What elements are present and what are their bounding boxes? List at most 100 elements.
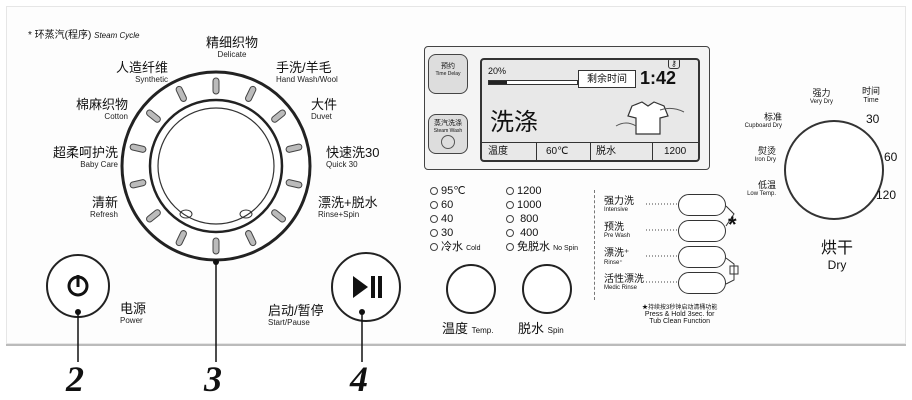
temp-option-label: 冷水 [441, 241, 463, 253]
dial-position-mark [129, 179, 147, 189]
spin-option-label: 800 [520, 213, 539, 225]
dry-level-en: Low Temp. [747, 191, 776, 197]
medic-rinse-button[interactable] [678, 272, 726, 294]
dry-level-en: Cupboard Dry [744, 123, 782, 129]
intensive-button[interactable] [678, 194, 726, 216]
steam-wash-label-en: Steam Wash [433, 128, 463, 134]
tub-clean-en2: Tub Clean Function [649, 318, 711, 325]
dry-level-low-temp[interactable]: 低温 Low Temp. [732, 178, 776, 197]
progress-percent: 20% [488, 66, 507, 76]
tub-clean-en1: Press & Hold 3sec. for [644, 311, 715, 318]
option-label-en: Intensive [604, 207, 629, 213]
rinse-plus-button[interactable] [678, 246, 726, 268]
program-label-cn: 棉麻织物 [75, 97, 128, 112]
time-delay-button[interactable]: 预约 Time Delay [428, 54, 468, 94]
dial-position-mark [285, 143, 303, 153]
temp-option[interactable]: 30 [430, 226, 480, 240]
program-delicate[interactable]: 精细织物 Delicate [192, 36, 272, 60]
spin-option[interactable]: 免脱水 No Spin [506, 240, 578, 254]
indicator-light [506, 201, 514, 210]
option-label-cn: 强力洗 [604, 196, 634, 207]
program-refresh[interactable]: 清新 Refresh [48, 196, 118, 220]
indicator-light [430, 187, 438, 196]
dry-label: 烘干 Dry [812, 234, 862, 272]
indicator-light [506, 215, 514, 224]
program-label-en: Synthetic [135, 75, 168, 84]
separator [594, 190, 595, 300]
power-button[interactable] [46, 254, 110, 318]
program-label-cn: 手洗/羊毛 [276, 60, 332, 75]
temp-option[interactable]: 95℃ [430, 184, 480, 198]
dry-label-cn: 烘干 [820, 240, 853, 257]
option-label-cn: 漂洗⁺ [604, 248, 630, 259]
temp-option[interactable]: 60 [430, 198, 480, 212]
spin-option-label: 免脱水 [517, 241, 550, 253]
spin-option[interactable]: 400 [506, 226, 578, 240]
program-quick30[interactable]: 快速洗30 Quick 30 [326, 146, 379, 170]
program-label-cn: 漂洗+脱水 [318, 195, 378, 210]
program-label-cn: 大件 [311, 97, 338, 112]
indicator-light [430, 229, 438, 238]
remaining-time-label: 剩余时间 [578, 70, 636, 88]
callout-4: 4 [350, 359, 368, 399]
lcd-bottom-bar: 温度 60℃ 脱水 1200 [482, 142, 698, 161]
spin-option[interactable]: 1200 [506, 184, 578, 198]
option-label-cn: 活性漂洗 [604, 274, 644, 285]
progress-bar [488, 80, 578, 85]
option-label-en: Pre Wash [604, 233, 631, 239]
spin-option[interactable]: 800 [506, 212, 578, 226]
prewash-button[interactable] [678, 220, 726, 242]
temp-value: 60℃ [546, 146, 569, 157]
steam-wash-label-cn: 蒸汽洗涤 [434, 120, 462, 127]
temp-option-label: 60 [441, 199, 454, 211]
spin-button[interactable] [522, 264, 572, 314]
temperature-options: 95℃ 60 40 30 冷水 Cold [430, 184, 480, 254]
temp-option-label: 30 [441, 227, 454, 239]
dry-level-very-dry[interactable]: 强力 Very Dry [810, 86, 833, 105]
temp-option[interactable]: 冷水 Cold [430, 240, 480, 254]
steam-wash-button[interactable]: 蒸汽洗涤 Steam Wash [428, 114, 468, 154]
program-dial[interactable] [116, 66, 316, 266]
program-rinse-spin[interactable]: 漂洗+脱水 Rinse+Spin [318, 195, 378, 220]
program-cotton[interactable]: 棉麻织物 Cotton [48, 97, 128, 122]
dry-time-30[interactable]: 30 [866, 112, 880, 126]
dry-time-120[interactable]: 120 [876, 188, 897, 202]
spin-label: 脱水 [596, 146, 616, 157]
shirt-icon [615, 101, 685, 135]
callout-2: 2 [66, 359, 84, 399]
option-rinse-plus: 漂洗⁺ Rinse⁺ [604, 244, 629, 266]
asterisk-mark: * [728, 212, 737, 237]
spin-option-label: 1000 [517, 199, 542, 211]
temperature-button[interactable] [446, 264, 496, 314]
wash-status: 洗涤 [490, 109, 538, 136]
temp-option-label: 40 [441, 213, 454, 225]
lcd-screen: 20% 剩余时间 1:42 ⚷ 洗涤 温度 60℃ 脱水 1200 [480, 58, 700, 162]
dry-dial[interactable] [784, 120, 884, 220]
indicator-light [430, 243, 438, 252]
start-label-en: Start/Pause [268, 318, 310, 327]
spin-option-label: 1200 [517, 185, 542, 197]
control-panel: * 环蒸汽(程序) Steam Cycle 精细织物 Delicate 手洗/羊… [6, 6, 906, 346]
program-hand-wash-wool[interactable]: 手洗/羊毛 Hand Wash/Wool [276, 60, 338, 85]
program-label-en: Refresh [89, 210, 118, 219]
dial-position-mark [212, 237, 220, 255]
indicator-light [430, 201, 438, 210]
spin-option[interactable]: 1000 [506, 198, 578, 212]
program-label-en: Cotton [104, 112, 128, 121]
steam-cycle-label-en: Steam Cycle [94, 31, 140, 40]
callout-3: 3 [204, 359, 222, 399]
start-pause-label: 启动/暂停 Start/Pause [268, 304, 324, 328]
dry-time-cn: 时间 [862, 86, 881, 96]
temp-option[interactable]: 40 [430, 212, 480, 226]
dry-time-60[interactable]: 60 [884, 150, 898, 164]
program-duvet[interactable]: 大件 Duvet [311, 97, 338, 122]
spin-value: 1200 [664, 146, 687, 157]
dry-level-cupboard-dry[interactable]: 标准 Cupboard Dry [732, 110, 782, 129]
program-baby-care[interactable]: 超柔呵护洗 Baby Care [28, 146, 118, 170]
dry-level-cn: 强力 [812, 88, 831, 98]
tub-clean-note: ★持续按3秒钟启动清桶功能 Press & Hold 3sec. for Tub… [642, 302, 717, 325]
program-synthetic[interactable]: 人造纤维 Synthetic [88, 61, 168, 85]
indicator-light [506, 187, 514, 196]
dry-level-iron-dry[interactable]: 熨烫 Iron Dry [732, 144, 776, 163]
start-pause-button[interactable] [331, 252, 401, 322]
